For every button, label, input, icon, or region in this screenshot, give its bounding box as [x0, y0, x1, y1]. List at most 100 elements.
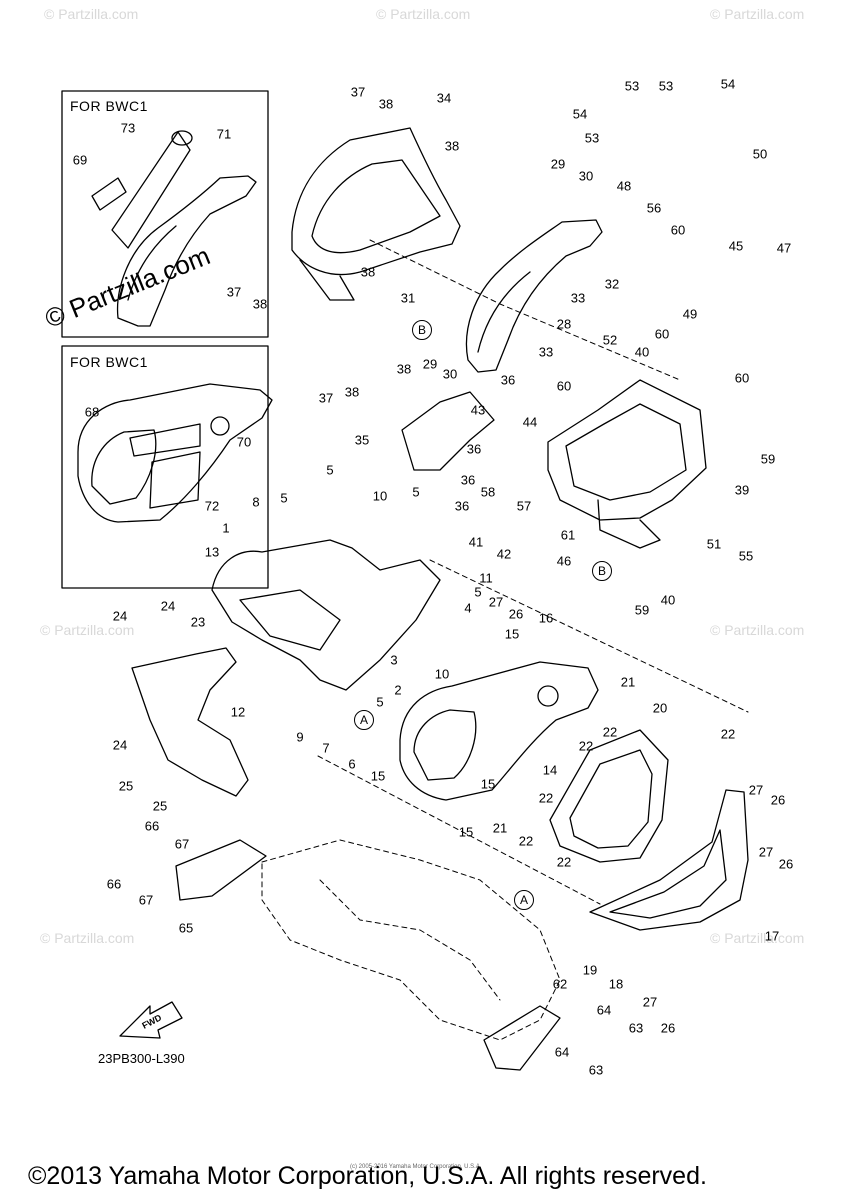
callout: 23 [190, 614, 206, 630]
frame-outline [261, 839, 561, 1041]
watermark: © Partzilla.com [710, 930, 805, 946]
callout: 21 [492, 820, 508, 836]
callout: 40 [634, 344, 650, 360]
callout: 43 [470, 402, 486, 418]
headlight-bracket [547, 379, 707, 521]
callout: 64 [554, 1044, 570, 1060]
callout: 17 [764, 928, 780, 944]
callout: 70 [236, 434, 252, 450]
callout: 65 [178, 920, 194, 936]
callout: 42 [496, 546, 512, 562]
under-cover [589, 789, 749, 931]
callout: 15 [370, 768, 386, 784]
callout: 52 [602, 332, 618, 348]
callout: 59 [634, 602, 650, 618]
callout: 57 [516, 498, 532, 514]
callout: 28 [556, 316, 572, 332]
callout: 67 [138, 892, 154, 908]
callout: 73 [120, 120, 136, 136]
callout: 53 [624, 78, 640, 94]
ref-mark-b: B [412, 320, 432, 340]
fine-print: (c) 2005-2016 Yamaha Motor Corporation, … [350, 1164, 482, 1170]
callout: 54 [572, 106, 588, 122]
callout: 33 [570, 290, 586, 306]
watermark: © Partzilla.com [40, 622, 135, 638]
fwd-arrow [119, 1001, 183, 1039]
callout: 5 [412, 484, 420, 500]
callout: 56 [646, 200, 662, 216]
callout: 31 [400, 290, 416, 306]
callout: 26 [508, 606, 524, 622]
callout: 34 [436, 90, 452, 106]
inset-frame-top [61, 90, 269, 338]
drawing-number: 23PB300-L390 [98, 1051, 185, 1066]
callout: 39 [734, 482, 750, 498]
callout: 27 [642, 994, 658, 1010]
callout: 63 [628, 1020, 644, 1036]
callout: 36 [500, 372, 516, 388]
inset-panel-part [77, 383, 273, 523]
callout: 60 [734, 370, 750, 386]
callout: 27 [488, 594, 504, 610]
side-cowl [465, 219, 603, 373]
callout: 71 [216, 126, 232, 142]
callout: 58 [480, 484, 496, 500]
callout: 45 [728, 238, 744, 254]
callout: 68 [84, 404, 100, 420]
copyright: ©2013 Yamaha Motor Corporation, U.S.A. A… [28, 1162, 707, 1190]
upper-cowling [291, 127, 461, 276]
callout: 15 [458, 824, 474, 840]
callout: 49 [682, 306, 698, 322]
callout: 36 [460, 472, 476, 488]
callout: 24 [112, 737, 128, 753]
callout: 27 [748, 782, 764, 798]
callout: 19 [582, 962, 598, 978]
ref-mark-b: B [592, 561, 612, 581]
watermark: © Partzilla.com [710, 6, 805, 22]
callout: 15 [480, 776, 496, 792]
callout: 20 [652, 700, 668, 716]
callout: 51 [706, 536, 722, 552]
callout: 7 [322, 740, 330, 756]
callout: 40 [660, 592, 676, 608]
callout: 63 [588, 1062, 604, 1078]
callout: 6 [348, 756, 356, 772]
callout: 30 [442, 366, 458, 382]
callout: 38 [378, 96, 394, 112]
callout: 22 [602, 724, 618, 740]
callout: 29 [550, 156, 566, 172]
callout: 22 [720, 726, 736, 742]
callout: 38 [396, 361, 412, 377]
callout: 2 [394, 682, 402, 698]
callout: 14 [542, 762, 558, 778]
callout: 10 [434, 666, 450, 682]
callout: 5 [280, 490, 288, 506]
callout: 5 [326, 462, 334, 478]
inset-label-top: FOR BWC1 [70, 98, 148, 114]
inset-frame-bottom [61, 345, 269, 589]
inset-label-bottom: FOR BWC1 [70, 354, 148, 370]
side-panel [399, 661, 599, 801]
callout: 3 [390, 652, 398, 668]
inset-cowl-part [116, 175, 257, 327]
callout: 26 [770, 792, 786, 808]
watermark: © Partzilla.com [376, 6, 471, 22]
callout: 26 [778, 856, 794, 872]
callout: 37 [226, 284, 242, 300]
callout: 22 [578, 738, 594, 754]
callout: 48 [616, 178, 632, 194]
callout: 36 [454, 498, 470, 514]
callout: 24 [112, 608, 128, 624]
callout: 15 [504, 626, 520, 642]
callout: 37 [350, 84, 366, 100]
watermark: © Partzilla.com [44, 6, 139, 22]
callout: 38 [444, 138, 460, 154]
callout: 26 [660, 1020, 676, 1036]
callout: 35 [354, 432, 370, 448]
callout: 22 [518, 833, 534, 849]
watermark: © Partzilla.com [40, 930, 135, 946]
ref-mark-a: A [514, 890, 534, 910]
callout: 16 [538, 610, 554, 626]
callout: 24 [160, 598, 176, 614]
callout: 61 [560, 527, 576, 543]
